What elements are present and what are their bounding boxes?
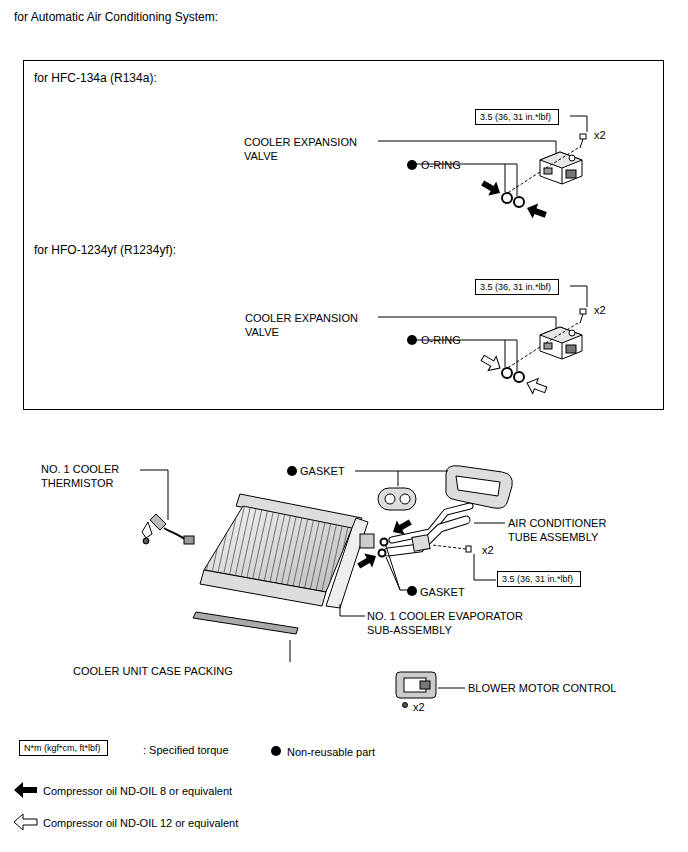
part-label: BLOWER MOTOR CONTROL xyxy=(468,681,616,695)
o-ring xyxy=(514,197,524,207)
evaporator xyxy=(188,490,374,608)
refrigerant-heading: for HFO-1234yf (R1234yf): xyxy=(34,243,176,257)
non-reusable-mark xyxy=(271,746,281,756)
o-ring xyxy=(502,368,512,378)
gasket xyxy=(381,539,388,546)
non-reusable-mark xyxy=(407,586,417,596)
oil-arrow xyxy=(14,814,37,830)
oil-arrow xyxy=(355,549,380,573)
part-label: COOLER UNIT CASE PACKING xyxy=(73,664,233,678)
part-label: NO. 1 COOLER THERMISTOR xyxy=(41,462,141,490)
torque-value: 3.5 (36, 31 in.*lbf) xyxy=(502,574,573,584)
torque-box: N*m (kgf*cm, ft*lbf) xyxy=(19,740,108,756)
part-label: O-RING xyxy=(421,158,461,172)
oil-arrow xyxy=(389,515,414,539)
leader-line xyxy=(517,164,518,196)
leader-line xyxy=(140,470,168,520)
case-packing xyxy=(193,612,298,634)
oil-arrow xyxy=(14,782,37,798)
leader-line xyxy=(438,688,465,689)
axis-line xyxy=(546,148,578,168)
refrigerant-frame: for HFC-134a (R134a): for HFO-1234yf (R12… xyxy=(23,60,664,410)
leader-line xyxy=(378,141,556,142)
axis-line xyxy=(546,323,578,343)
oil-arrow xyxy=(524,375,548,397)
leader-line xyxy=(505,164,517,165)
part-label: GASKET xyxy=(420,585,465,599)
tube-assembly xyxy=(388,506,470,552)
torque-box: 3.5 (36, 31 in.*lbf) xyxy=(497,571,581,587)
oil-arrow xyxy=(524,200,548,222)
part-label: x2 xyxy=(594,128,606,142)
leader-line xyxy=(474,554,496,580)
part-label: AIR CONDITIONER TUBE ASSEMBLY xyxy=(508,516,633,544)
bolt xyxy=(580,134,586,148)
torque-value: 3.5 (36, 31 in.*lbf) xyxy=(480,112,551,122)
oil-arrow xyxy=(479,176,504,200)
leader-line xyxy=(398,471,448,472)
leader-line xyxy=(556,317,557,329)
leader-line xyxy=(556,141,557,154)
o-ring xyxy=(514,372,524,382)
part-label: GASKET xyxy=(300,464,345,478)
bolt xyxy=(432,545,471,552)
non-reusable-mark xyxy=(407,335,417,345)
torque-value: N*m (kgf*cm, ft*lbf) xyxy=(24,743,101,753)
legend-text: Non-reusable part xyxy=(287,745,375,759)
gasket xyxy=(379,550,386,557)
bolt xyxy=(580,309,586,323)
leader-line xyxy=(570,286,587,307)
leader-line xyxy=(570,116,587,132)
page-title: for Automatic Air Conditioning System: xyxy=(14,10,218,24)
oil-arrow xyxy=(479,351,504,375)
leader-line xyxy=(290,640,291,662)
leader-line xyxy=(340,604,365,616)
leader-line xyxy=(386,557,415,590)
torque-box: 3.5 (36, 31 in.*lbf) xyxy=(475,109,559,125)
part-label: COOLER EXPANSION VALVE xyxy=(245,311,375,339)
part-label: NO. 1 COOLER EVAPORATOR SUB-ASSEMBLY xyxy=(367,609,542,637)
torque-box: 3.5 (36, 31 in.*lbf) xyxy=(475,279,559,295)
gasket xyxy=(378,488,416,510)
leader-line xyxy=(386,546,400,590)
legend-text: Compressor oil ND-OIL 8 or equivalent xyxy=(43,784,232,798)
non-reusable-mark xyxy=(287,466,297,476)
leader-line xyxy=(355,471,398,486)
non-reusable-mark xyxy=(407,160,417,170)
part-label: x2 xyxy=(482,543,494,557)
leader-line xyxy=(474,523,505,524)
leader-line xyxy=(378,317,556,318)
part-label: COOLER EXPANSION VALVE xyxy=(244,135,374,163)
part-label: x2 xyxy=(413,700,425,714)
legend-text: : Specified torque xyxy=(143,743,229,757)
part-label: x2 xyxy=(594,303,606,317)
torque-value: 3.5 (36, 31 in.*lbf) xyxy=(480,282,551,292)
leader-line xyxy=(505,340,506,367)
refrigerant-heading: for HFC-134a (R134a): xyxy=(34,71,157,85)
part-label: O-RING xyxy=(421,333,461,347)
gasket xyxy=(446,466,513,509)
o-ring xyxy=(502,193,512,203)
legend-text: Compressor oil ND-OIL 12 or equivalent xyxy=(43,816,238,830)
